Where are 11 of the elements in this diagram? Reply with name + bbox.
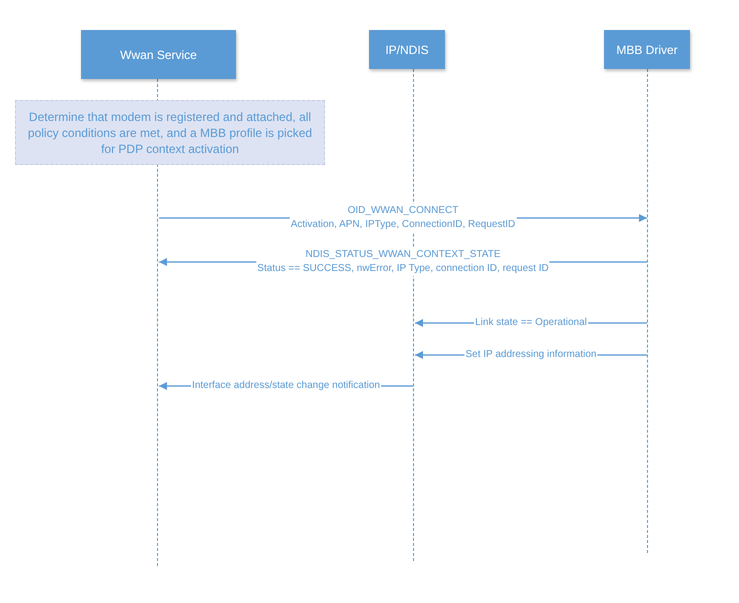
participant-box: MBB Driver <box>604 30 690 69</box>
note-box: Determine that modem is registered and attached, all policy conditions are met, and a MBB profile is picked for PDP context activation <box>15 100 325 165</box>
edge-label: NDIS_STATUS_WWAN_CONTEXT_STATE Status == SUCCESS, nwError, IP Type, connection ID, request ID <box>256 248 550 276</box>
edge-label: Link state == Operational <box>474 316 588 330</box>
edge-label: Interface address/state change notification <box>191 379 381 393</box>
participant-box: Wwan Service <box>81 30 236 79</box>
participant-box: IP/NDIS <box>369 30 445 69</box>
lifeline <box>647 69 648 553</box>
edge-label: OID_WWAN_CONNECT Activation, APN, IPType, ConnectionID, RequestID <box>290 204 516 232</box>
lifeline <box>157 79 158 566</box>
edge-label: Set IP addressing information <box>464 348 598 362</box>
